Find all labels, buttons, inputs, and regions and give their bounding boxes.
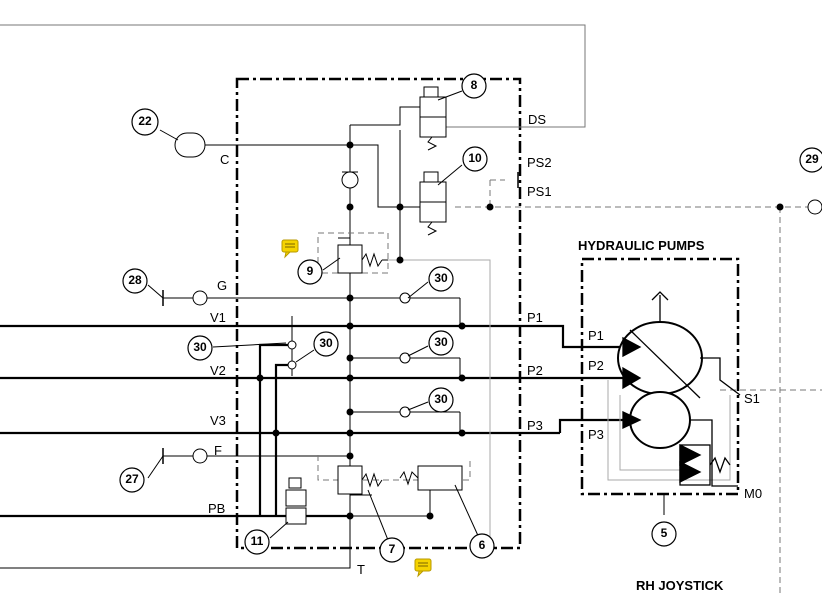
- callout-9: 9: [307, 264, 314, 278]
- callout-10: 10: [468, 151, 482, 165]
- pump-port-p3: P3: [588, 427, 604, 442]
- callout-29: 29: [805, 152, 819, 166]
- pump-assembly: [617, 321, 703, 449]
- callouts: [119, 73, 822, 563]
- junction-dots: [256, 141, 784, 520]
- signal-lines: [388, 259, 731, 548]
- ds-line: [0, 24, 586, 128]
- port-label-c: C: [220, 152, 229, 167]
- callout-30-left: 30: [193, 340, 207, 354]
- port-label-pb: PB: [208, 501, 225, 516]
- pump-port-p2: P2: [588, 358, 604, 373]
- comment-icon[interactable]: [281, 239, 299, 259]
- callout-30-v3: 30: [434, 392, 448, 406]
- port-label-ps2: PS2: [527, 155, 552, 170]
- callout-27: 27: [125, 472, 139, 486]
- port-label-m0: M0: [744, 486, 762, 501]
- callout-30-v1: 30: [319, 336, 333, 350]
- callout-30-g: 30: [434, 271, 448, 285]
- pump-details: [622, 291, 741, 487]
- pump-port-p1: P1: [588, 328, 604, 343]
- valve-10: [419, 171, 447, 236]
- port-label-v1: V1: [210, 310, 226, 325]
- hydraulic-pumps-title: HYDRAULIC PUMPS: [578, 238, 705, 253]
- main-pressure-lines: [0, 324, 640, 518]
- port-label-t: T: [357, 562, 365, 577]
- callout-6: 6: [479, 538, 486, 552]
- callout-22: 22: [138, 114, 152, 128]
- callout-30-v2: 30: [434, 335, 448, 349]
- port-label-ps1: PS1: [527, 184, 552, 199]
- check-valves: [174, 132, 822, 525]
- callout-5: 5: [661, 526, 668, 540]
- valve-block-boundary: [235, 77, 522, 550]
- manifold-lines: [0, 106, 461, 569]
- comment-icon[interactable]: [414, 558, 432, 578]
- callout-leaders: [147, 90, 665, 546]
- callout-11: 11: [251, 534, 264, 548]
- port-label-ds: DS: [528, 112, 546, 127]
- callout-7: 7: [389, 542, 396, 556]
- rh-joystick-title: RH JOYSTICK: [636, 578, 724, 593]
- valve-8: [419, 86, 447, 151]
- port-label-s1: S1: [744, 391, 760, 406]
- callout-8: 8: [471, 78, 478, 92]
- port-label-g: G: [217, 278, 227, 293]
- line-label-p2: P2: [527, 363, 543, 378]
- callout-28: 28: [128, 273, 142, 287]
- port-label-f: F: [214, 443, 222, 458]
- line-label-p3: P3: [527, 418, 543, 433]
- line-label-p1: P1: [527, 310, 543, 325]
- port-label-v3: V3: [210, 413, 226, 428]
- port-label-v2: V2: [210, 363, 226, 378]
- pump-block-boundary: [580, 257, 740, 496]
- pilot-lines: [317, 179, 822, 595]
